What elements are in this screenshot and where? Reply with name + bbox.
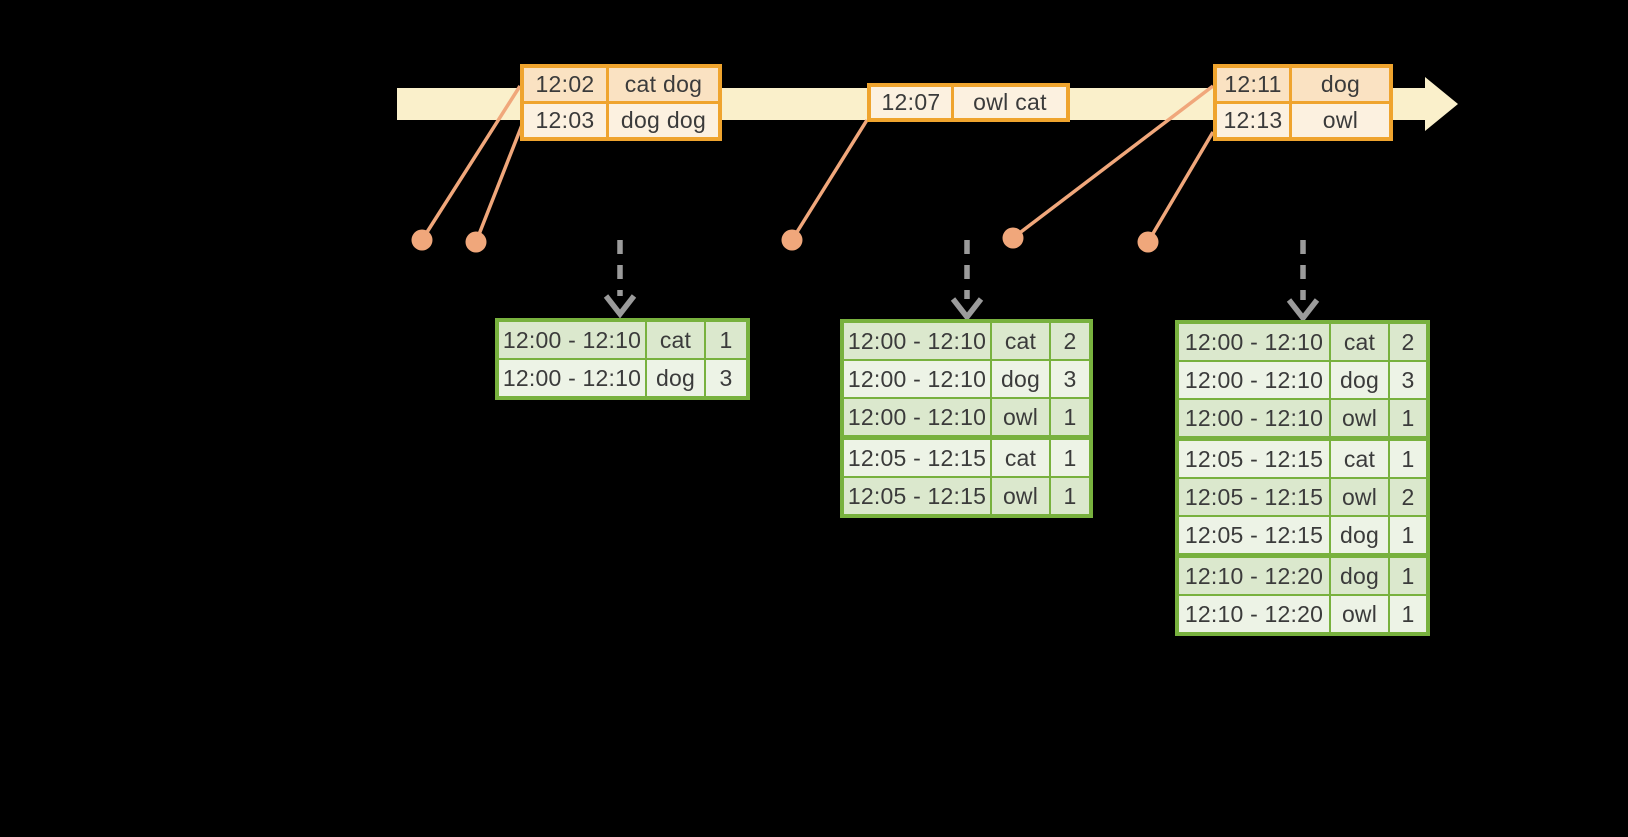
event-line xyxy=(420,85,522,241)
event-table-3: 12:11 dog 12:13 owl xyxy=(1213,64,1393,141)
count-cell: 1 xyxy=(1390,596,1426,632)
event-dot-icon xyxy=(781,229,803,251)
arrow-down-icon xyxy=(603,294,637,319)
word-cell: cat xyxy=(992,440,1051,476)
event-leader-lines xyxy=(420,84,1215,243)
event-dot-icon xyxy=(1137,231,1159,253)
count-cell: 3 xyxy=(1390,362,1426,398)
word-cell: dog xyxy=(1331,362,1390,398)
event-dots xyxy=(411,227,1159,253)
event-time-cell: 12:07 xyxy=(871,87,954,118)
table-row: 12:03 dog dog xyxy=(524,101,718,137)
event-time-cell: 12:03 xyxy=(524,104,609,137)
word-cell: owl xyxy=(992,399,1051,435)
window-cell: 12:00 - 12:10 xyxy=(844,323,992,359)
count-cell: 1 xyxy=(1390,441,1426,477)
event-dot-icon xyxy=(411,229,433,251)
window-cell: 12:00 - 12:10 xyxy=(1179,362,1331,398)
count-cell: 1 xyxy=(1390,517,1426,553)
count-cell: 2 xyxy=(1051,323,1089,359)
window-cell: 12:05 - 12:15 xyxy=(1179,441,1331,477)
count-cell: 3 xyxy=(1051,361,1089,397)
event-line xyxy=(474,124,524,243)
arrow-down-icon xyxy=(950,297,984,322)
window-cell: 12:00 - 12:10 xyxy=(844,361,992,397)
event-words-cell: cat dog xyxy=(609,68,718,101)
word-cell: dog xyxy=(992,361,1051,397)
event-time-cell: 12:13 xyxy=(1217,104,1292,137)
window-cell: 12:10 - 12:20 xyxy=(1179,558,1331,594)
word-cell: dog xyxy=(647,360,706,396)
count-cell: 1 xyxy=(1051,440,1089,476)
word-cell: owl xyxy=(1331,400,1390,436)
word-cell: owl xyxy=(1331,479,1390,515)
count-cell: 2 xyxy=(1390,479,1426,515)
word-cell: cat xyxy=(1331,324,1390,360)
word-cell: dog xyxy=(1331,558,1390,594)
window-cell: 12:00 - 12:10 xyxy=(499,360,647,396)
arrow-down-icon xyxy=(1286,298,1320,323)
table-row: 12:00 - 12:10 owl 1 xyxy=(1179,398,1426,436)
event-words-cell: dog dog xyxy=(609,104,718,137)
result-table-2: 12:00 - 12:10 cat 2 12:00 - 12:10 dog 3 … xyxy=(840,319,1093,518)
event-table-1: 12:02 cat dog 12:03 dog dog xyxy=(520,64,722,141)
table-row: 12:00 - 12:10 cat 2 xyxy=(1179,324,1426,360)
table-row: 12:00 - 12:10 dog 3 xyxy=(499,358,746,396)
event-words-cell: dog xyxy=(1292,68,1389,101)
event-words-cell: owl xyxy=(1292,104,1389,137)
table-row: 12:02 cat dog xyxy=(524,68,718,101)
count-cell: 2 xyxy=(1390,324,1426,360)
event-dot-icon xyxy=(1002,227,1024,249)
window-cell: 12:00 - 12:10 xyxy=(844,399,992,435)
word-cell: cat xyxy=(647,322,706,358)
word-cell: cat xyxy=(1331,441,1390,477)
count-cell: 3 xyxy=(706,360,746,396)
count-cell: 1 xyxy=(1051,478,1089,514)
table-row: 12:13 owl xyxy=(1217,101,1389,137)
event-words-cell: owl cat xyxy=(954,87,1066,118)
table-row: 12:11 dog xyxy=(1217,68,1389,101)
table-row: 12:00 - 12:10 cat 1 xyxy=(499,322,746,358)
count-cell: 1 xyxy=(1390,400,1426,436)
table-row: 12:10 - 12:20 dog 1 xyxy=(1179,553,1426,594)
count-cell: 1 xyxy=(706,322,746,358)
table-row: 12:00 - 12:10 owl 1 xyxy=(844,397,1089,435)
event-line xyxy=(1011,84,1215,240)
window-cell: 12:00 - 12:10 xyxy=(1179,400,1331,436)
table-row: 12:05 - 12:15 cat 1 xyxy=(1179,436,1426,477)
window-cell: 12:05 - 12:15 xyxy=(844,440,992,476)
word-cell: dog xyxy=(1331,517,1390,553)
window-cell: 12:05 - 12:15 xyxy=(1179,479,1331,515)
event-line xyxy=(790,119,869,241)
event-table-2: 12:07 owl cat xyxy=(867,83,1070,122)
event-time-cell: 12:11 xyxy=(1217,68,1292,101)
window-cell: 12:05 - 12:15 xyxy=(844,478,992,514)
table-row: 12:05 - 12:15 owl 1 xyxy=(844,476,1089,514)
window-cell: 12:05 - 12:15 xyxy=(1179,517,1331,553)
event-line xyxy=(1146,131,1215,243)
result-table-3: 12:00 - 12:10 cat 2 12:00 - 12:10 dog 3 … xyxy=(1175,320,1430,636)
table-row: 12:05 - 12:15 owl 2 xyxy=(1179,477,1426,515)
word-cell: owl xyxy=(1331,596,1390,632)
table-row: 12:00 - 12:10 dog 3 xyxy=(844,359,1089,397)
window-cell: 12:00 - 12:10 xyxy=(499,322,647,358)
table-row: 12:00 - 12:10 dog 3 xyxy=(1179,360,1426,398)
window-cell: 12:00 - 12:10 xyxy=(1179,324,1331,360)
table-row: 12:05 - 12:15 cat 1 xyxy=(844,435,1089,476)
table-row: 12:00 - 12:10 cat 2 xyxy=(844,323,1089,359)
word-cell: owl xyxy=(992,478,1051,514)
result-table-1: 12:00 - 12:10 cat 1 12:00 - 12:10 dog 3 xyxy=(495,318,750,400)
event-dot-icon xyxy=(465,231,487,253)
event-time-cell: 12:02 xyxy=(524,68,609,101)
count-cell: 1 xyxy=(1390,558,1426,594)
window-cell: 12:10 - 12:20 xyxy=(1179,596,1331,632)
count-cell: 1 xyxy=(1051,399,1089,435)
word-cell: cat xyxy=(992,323,1051,359)
trigger-arrows xyxy=(603,240,1320,323)
table-row: 12:05 - 12:15 dog 1 xyxy=(1179,515,1426,553)
table-row: 12:10 - 12:20 owl 1 xyxy=(1179,594,1426,632)
table-row: 12:07 owl cat xyxy=(871,87,1066,118)
timeline-arrowhead-icon xyxy=(1425,77,1458,131)
